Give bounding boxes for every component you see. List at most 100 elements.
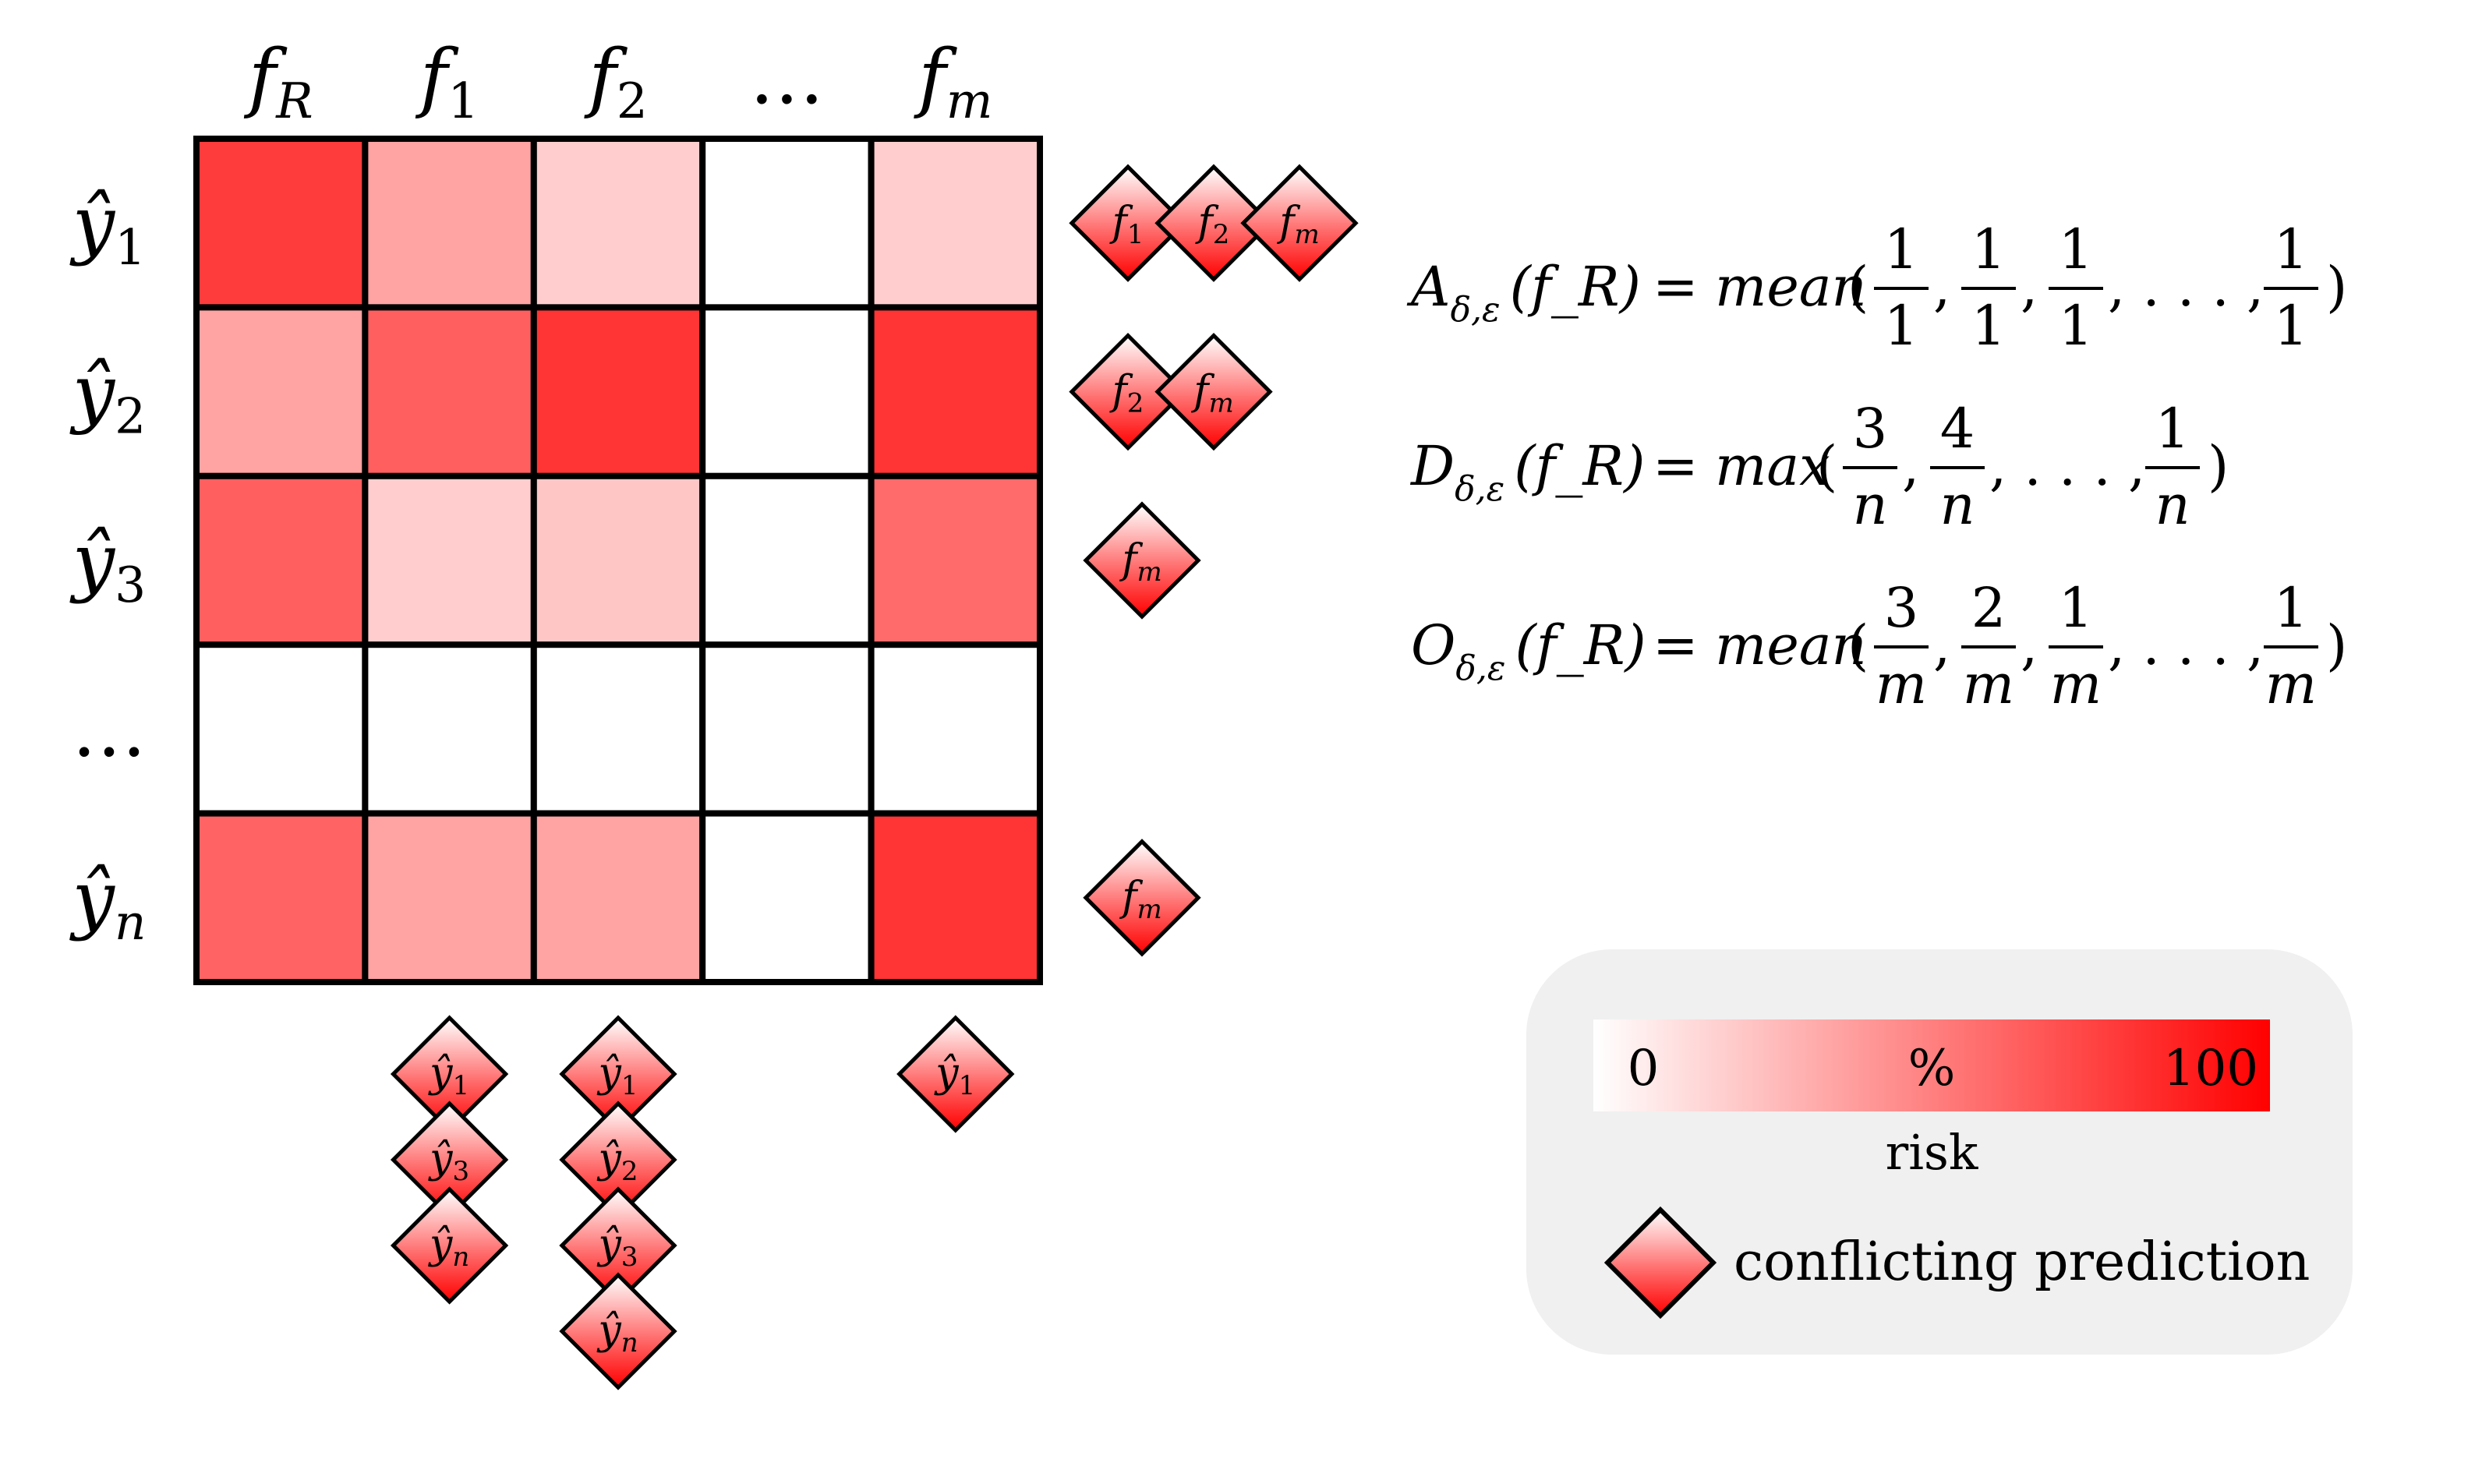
matrix-cell-r2-c0 (193, 472, 369, 648)
diamond-label: ŷ1 (428, 1050, 469, 1101)
matrix-cell-r2-c4 (868, 472, 1043, 648)
diamond-icon (1083, 839, 1201, 957)
formula-separator: , (2021, 255, 2038, 319)
diamond-icon (390, 1186, 509, 1305)
row-header-3: … (72, 686, 147, 773)
row-header-0: ŷ1 (69, 180, 146, 276)
colorbar-min-label: 0 (1628, 1040, 1660, 1097)
diamond-icon (559, 1186, 677, 1305)
row-conflict-marker: f2 (1154, 164, 1273, 282)
diamond-icon (559, 1272, 677, 1390)
diamond-icon (390, 1015, 509, 1133)
column-conflict-marker: ŷ3 (559, 1186, 677, 1305)
fraction-numerator: 3 (1853, 397, 1888, 461)
formula-separator: , (2021, 613, 2038, 677)
formula-1: Dδ,ε(f_R)=max(3n,4n, . . . ,1n) (1409, 397, 2229, 537)
fraction-numerator: 1 (2059, 217, 2094, 281)
diamond-icon (1240, 164, 1359, 282)
diamond-icon (559, 1101, 677, 1219)
fraction-numerator: 1 (1971, 217, 2006, 281)
fraction-denominator: m (2265, 652, 2317, 716)
column-header-0: fR (244, 34, 313, 129)
formula-close-paren: ) (2326, 255, 2347, 319)
fraction-denominator: n (1939, 473, 1975, 537)
risk-matrix (193, 136, 1043, 985)
matrix-cell-r3-c1 (362, 641, 537, 817)
formula-separator: , . . . , (1989, 434, 2145, 498)
colorbar-caption: risk (1886, 1124, 1978, 1181)
diamond-label: ŷ1 (596, 1050, 638, 1101)
diamond-icon (1069, 332, 1187, 451)
matrix-cell-r4-c4 (868, 810, 1043, 985)
diamond-icon (1154, 164, 1273, 282)
matrix-cell-r4-c0 (193, 810, 369, 985)
formula-separator: , . . . , (2108, 255, 2264, 319)
fraction-numerator: 1 (2155, 397, 2190, 461)
column-conflict-marker: ŷ1 (896, 1015, 1015, 1133)
formula-open-paren: ( (1847, 255, 1869, 319)
fraction-denominator: 1 (1971, 294, 2006, 358)
fraction-numerator: 1 (2274, 217, 2309, 281)
column-conflict-marker: ŷ3 (390, 1101, 509, 1219)
row-conflict-marker: f1 (1069, 164, 1187, 282)
fraction-denominator: m (1963, 652, 2014, 716)
matrix-cell-r0-c2 (530, 136, 706, 311)
formula-lhs: Oδ,ε(f_R) (1411, 613, 1646, 688)
formula-lhs: Aδ,ε(f_R) (1406, 255, 1641, 330)
fraction-numerator: 2 (1971, 576, 2006, 640)
fraction-numerator: 4 (1940, 397, 1975, 461)
metric-formulas: Aδ,ε(f_R)=mean(11,11,11, . . . ,11)Dδ,ε(… (1406, 217, 2347, 716)
fraction-numerator: 1 (2059, 576, 2094, 640)
row-conflict-marker: fm (1154, 332, 1273, 451)
formula-function: mean (1715, 255, 1867, 319)
matrix-cell-r0-c4 (868, 136, 1043, 311)
diamond-label: ŷ3 (428, 1136, 469, 1187)
matrix-cell-r1-c1 (362, 304, 537, 479)
column-header-2: f2 (584, 34, 648, 129)
row-conflict-marker: fm (1083, 839, 1201, 957)
row-header-1: ŷ2 (69, 349, 146, 445)
diamond-icon (559, 1015, 677, 1133)
fraction-denominator: m (1876, 652, 1927, 716)
formula-0: Aδ,ε(f_R)=mean(11,11,11, . . . ,11) (1406, 217, 2347, 358)
diamond-label: ŷn (428, 1221, 469, 1273)
formula-close-paren: ) (2326, 613, 2347, 677)
column-conflict-marker: ŷ2 (559, 1101, 677, 1219)
formula-separator: , (1902, 434, 1919, 498)
matrix-cell-r1-c2 (530, 304, 706, 479)
formula-separator: , . . . , (2108, 613, 2264, 677)
matrix-cell-r3-c2 (530, 641, 706, 817)
fraction-denominator: 1 (2274, 294, 2309, 358)
diamond-label: fm (1119, 874, 1162, 925)
matrix-cell-r0-c3 (699, 136, 875, 311)
fraction-numerator: 3 (1884, 576, 1919, 640)
fraction-denominator: 1 (1884, 294, 1919, 358)
column-conflict-marker: ŷn (559, 1272, 677, 1390)
diamond-label: ŷ2 (596, 1136, 638, 1187)
formula-equals: = (1653, 434, 1699, 498)
matrix-cell-r2-c1 (362, 472, 537, 648)
legend: 0 % 100 risk conflicting prediction (1526, 949, 2353, 1355)
formula-equals: = (1653, 613, 1699, 677)
diamond-icon (896, 1015, 1015, 1133)
column-conflict-marker: ŷn (390, 1186, 509, 1305)
formula-function: max (1715, 434, 1830, 498)
formula-open-paren: ( (1816, 434, 1837, 498)
formula-close-paren: ) (2208, 434, 2229, 498)
formula-separator: , (1933, 255, 1950, 319)
fraction-denominator: n (1852, 473, 1887, 537)
matrix-cell-r0-c0 (193, 136, 369, 311)
risk-colorbar (1593, 1019, 2270, 1111)
legend-marker-label: conflicting prediction (1734, 1231, 2310, 1293)
formula-equals: = (1653, 255, 1699, 319)
formula-2: Oδ,ε(f_R)=mean(3m,2m,1m, . . . ,1m) (1411, 576, 2347, 716)
fraction-numerator: 1 (2274, 576, 2309, 640)
matrix-cell-r4-c2 (530, 810, 706, 985)
diamond-icon (1069, 164, 1187, 282)
fraction-denominator: n (2155, 473, 2190, 537)
fraction-denominator: m (2050, 652, 2102, 716)
